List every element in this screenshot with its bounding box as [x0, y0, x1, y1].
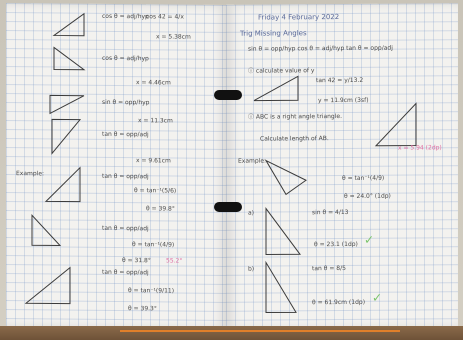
right-q2: ⓘ ABC is a right angle triangle.: [248, 112, 343, 121]
left-line-8: tan θ = opp/adj: [102, 130, 149, 139]
left-line-18: tan θ = opp/adj: [102, 268, 149, 277]
right-q1: ⓘ calculate value of y: [248, 67, 315, 75]
left-line-12: θ = tan⁻¹(5/6): [134, 187, 177, 195]
left-line-19: θ = tan⁻¹(9/11): [128, 287, 175, 295]
left-line-17: 55.2°: [166, 257, 183, 265]
right-page: Friday 4 February 2022 Trig Missing Angl…: [226, 3, 458, 329]
left-line-5: x = 4.46cm: [136, 79, 171, 87]
left-line-15: θ = tan⁻¹(4/9): [132, 241, 175, 249]
right-triangle-5: [265, 260, 297, 314]
binder-ring-bottom: [214, 202, 242, 212]
check-mark-icon-2: ✓: [372, 290, 383, 305]
open-notebook: cos θ = adj/hyp cos 42 = 4/x x = 5.38cm …: [6, 3, 458, 329]
right-triangle-3: [264, 159, 307, 196]
right-a-label: a): [248, 209, 255, 217]
left-line-3: x = 5.38cm: [156, 33, 191, 41]
triangle-6: [31, 213, 62, 247]
left-line-4: cos θ = adj/hyp: [102, 54, 149, 63]
right-line-17: tan θ = 8/5: [312, 264, 346, 273]
left-line-13: θ = 39.8°: [146, 205, 175, 213]
triangle-5: [44, 166, 81, 203]
triangle-1: [52, 12, 85, 37]
check-mark-icon: ✓: [364, 232, 375, 247]
right-line-18: θ = 61.9cm (1dp): [312, 298, 366, 307]
right-example-label: Example:: [238, 157, 267, 165]
right-line-8: Calculate length of AB.: [260, 135, 329, 143]
right-line-5: tan 42 = y/13.2: [316, 76, 364, 85]
triangle-7: [24, 266, 71, 305]
right-triangle-2: [374, 102, 417, 147]
right-line-15: θ = 23.1 (1dp): [314, 240, 358, 249]
triangle-2: [53, 46, 86, 71]
left-line-20: θ = 39.3°: [128, 305, 157, 313]
left-line-14: tan θ = opp/adj: [102, 224, 149, 233]
right-line-11: θ = tan⁻¹(4/9): [342, 174, 385, 182]
left-line-1: cos θ = adj/hyp: [102, 12, 149, 21]
right-date: Friday 4 February 2022: [258, 13, 340, 22]
right-line-9: x = 5.94 (2dp): [398, 144, 442, 152]
left-line-2: cos 42 = 4/x: [146, 13, 184, 21]
right-triangle-1: [253, 75, 299, 102]
left-line-6: sin θ = opp/hyp: [102, 98, 150, 107]
right-title: Trig Missing Angles: [240, 29, 307, 38]
right-triangle-4: [265, 207, 301, 256]
left-line-9: x = 9.61cm: [136, 157, 171, 165]
left-line-11: tan θ = opp/adj: [102, 172, 149, 181]
triangle-4: [51, 118, 82, 155]
left-example-label: Example:: [16, 170, 45, 178]
left-line-16: θ = 31.8°: [122, 257, 151, 265]
left-line-7: x = 11.3cm: [138, 117, 173, 125]
right-line-12: θ = 24.0° (1dp): [344, 192, 391, 200]
triangle-3: [49, 94, 85, 115]
right-formulas: sin θ = opp/hyp cos θ = adj/hyp tan θ = …: [248, 44, 393, 53]
right-line-14: sin θ = 4/13: [312, 208, 349, 217]
orange-edge: [120, 330, 400, 332]
table-surface: [0, 326, 463, 340]
binder-ring-top: [214, 90, 242, 100]
right-line-6: y = 11.9cm (3sf): [318, 96, 369, 105]
right-b-label: b): [248, 265, 255, 273]
left-page: cos θ = adj/hyp cos 42 = 4/x x = 5.38cm …: [6, 3, 228, 329]
